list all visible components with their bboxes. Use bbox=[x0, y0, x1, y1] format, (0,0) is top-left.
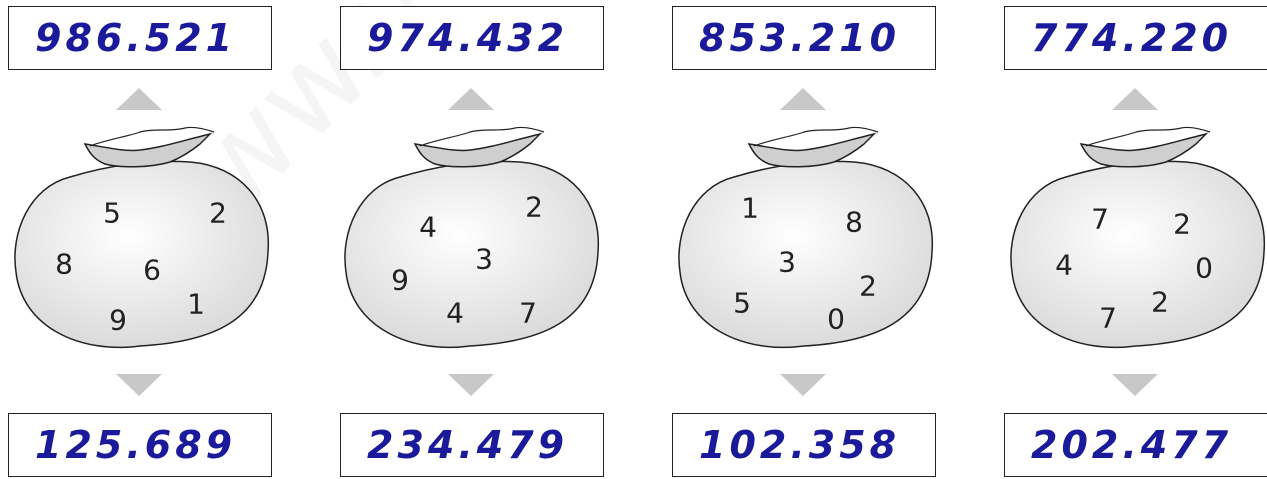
arrow-up-icon bbox=[448, 88, 494, 110]
sack-icon bbox=[344, 126, 600, 349]
largest-number: 986.521 bbox=[35, 16, 237, 60]
digit: 2 bbox=[859, 269, 877, 303]
digit: 4 bbox=[1055, 248, 1073, 282]
sack-icon bbox=[14, 126, 270, 349]
digit: 7 bbox=[1091, 202, 1109, 236]
digit: 6 bbox=[143, 253, 161, 287]
arrow-up-icon bbox=[116, 88, 162, 110]
digit: 9 bbox=[109, 303, 127, 337]
sack-icon bbox=[1010, 126, 1266, 349]
puzzle-column-2: 974.432 4 2 9 3 4 7 234.479 bbox=[340, 0, 640, 479]
smallest-number: 125.689 bbox=[35, 423, 237, 467]
digit: 5 bbox=[103, 196, 121, 230]
largest-number: 853.210 bbox=[699, 16, 901, 60]
smallest-number: 102.358 bbox=[699, 423, 901, 467]
smallest-number-box: 102.358 bbox=[672, 413, 936, 477]
largest-number-box: 853.210 bbox=[672, 6, 936, 70]
digit: 2 bbox=[209, 196, 227, 230]
digit: 4 bbox=[419, 210, 437, 244]
digit: 8 bbox=[55, 247, 73, 281]
digit: 1 bbox=[187, 287, 205, 321]
smallest-number-box: 125.689 bbox=[8, 413, 272, 477]
smallest-number-box: 234.479 bbox=[340, 413, 604, 477]
arrow-up-icon bbox=[780, 88, 826, 110]
arrow-down-icon bbox=[780, 374, 826, 396]
digit: 2 bbox=[1151, 285, 1169, 319]
smallest-number-box: 202.477 bbox=[1004, 413, 1267, 477]
digit: 5 bbox=[733, 286, 751, 320]
digit: 3 bbox=[778, 245, 796, 279]
largest-number-box: 986.521 bbox=[8, 6, 272, 70]
arrow-up-icon bbox=[1112, 88, 1158, 110]
largest-number-box: 974.432 bbox=[340, 6, 604, 70]
arrow-down-icon bbox=[116, 374, 162, 396]
puzzle-column-4: 774.220 7 2 4 0 7 2 202.477 bbox=[1004, 0, 1267, 479]
puzzle-column-3: 853.210 1 8 3 5 2 0 102.358 bbox=[672, 0, 972, 479]
largest-number: 974.432 bbox=[367, 16, 569, 60]
digit: 0 bbox=[827, 302, 845, 336]
largest-number: 774.220 bbox=[1031, 16, 1233, 60]
arrow-down-icon bbox=[1112, 374, 1158, 396]
puzzle-column-1: 986.521 5 2 8 6 9 1 125.689 bbox=[8, 0, 308, 479]
digit: 8 bbox=[845, 205, 863, 239]
digit: 3 bbox=[475, 242, 493, 276]
digit: 2 bbox=[525, 190, 543, 224]
largest-number-box: 774.220 bbox=[1004, 6, 1267, 70]
digit: 4 bbox=[446, 296, 464, 330]
digit: 9 bbox=[391, 263, 409, 297]
digit: 7 bbox=[1099, 301, 1117, 335]
digit: 7 bbox=[519, 296, 537, 330]
arrow-down-icon bbox=[448, 374, 494, 396]
digit: 1 bbox=[741, 191, 759, 225]
digit: 0 bbox=[1195, 251, 1213, 285]
digit: 2 bbox=[1173, 207, 1191, 241]
smallest-number: 202.477 bbox=[1031, 423, 1233, 467]
sack-icon bbox=[678, 126, 934, 349]
smallest-number: 234.479 bbox=[367, 423, 569, 467]
